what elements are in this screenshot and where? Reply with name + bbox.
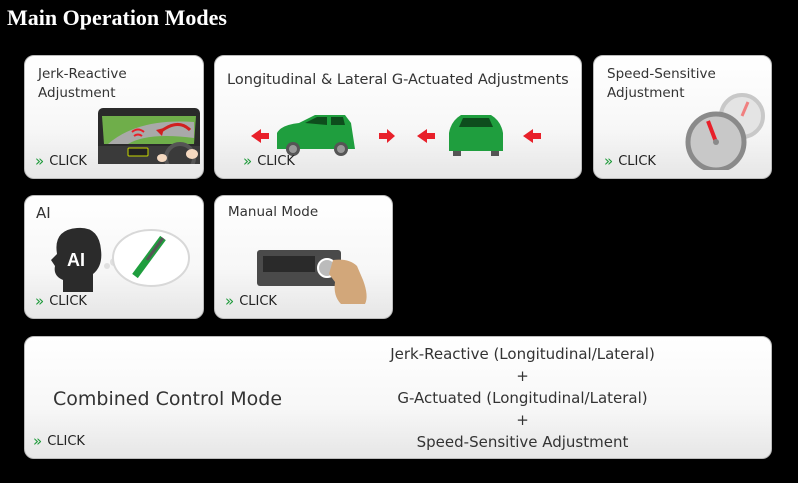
cars-g-force-illustration: [251, 115, 541, 156]
card-title: Jerk-Reactive Adjustment: [38, 65, 127, 103]
click-link[interactable]: » CLICK: [225, 292, 277, 310]
jerk-reactive-card[interactable]: Jerk-Reactive Adjustment » CLICK: [24, 55, 204, 179]
card-title-line2: Adjustment: [38, 85, 116, 101]
speedometer-illustration: [685, 93, 765, 170]
click-link[interactable]: » CLICK: [35, 152, 87, 170]
car-interior-illustration: [98, 108, 200, 164]
combined-control-card[interactable]: Combined Control Mode Jerk-Reactive (Lon…: [24, 336, 772, 459]
card-title: AI: [36, 204, 51, 222]
chevron-right-icon: »: [243, 152, 252, 170]
click-link[interactable]: » CLICK: [35, 292, 87, 310]
chevron-right-icon: »: [33, 432, 42, 450]
component-jerk: Jerk-Reactive (Longitudinal/Lateral): [390, 345, 655, 363]
card-title: Combined Control Mode: [53, 388, 283, 410]
click-link[interactable]: » CLICK: [243, 152, 295, 170]
card-title-line2: Adjustment: [607, 85, 685, 101]
click-label: CLICK: [49, 153, 87, 169]
card-title: Manual Mode: [228, 204, 319, 220]
component-g-actuated: G-Actuated (Longitudinal/Lateral): [397, 389, 648, 407]
click-label: CLICK: [257, 153, 295, 169]
page-title: Main Operation Modes: [7, 5, 227, 30]
ai-head-text: AI: [67, 250, 85, 270]
chevron-right-icon: »: [35, 152, 44, 170]
card-title-line1: Jerk-Reactive: [38, 66, 127, 82]
plus-icon: +: [516, 367, 529, 385]
component-speed: Speed-Sensitive Adjustment: [416, 433, 629, 451]
click-label: CLICK: [49, 293, 87, 309]
card-title: Speed-Sensitive Adjustment: [607, 65, 716, 103]
click-link[interactable]: » CLICK: [604, 152, 656, 170]
click-label: CLICK: [618, 153, 656, 169]
card-title-line1: Speed-Sensitive: [607, 66, 716, 82]
speed-sensitive-card[interactable]: Speed-Sensitive Adjustment » CLICK: [593, 55, 772, 179]
click-label: CLICK: [47, 433, 85, 449]
manual-mode-card[interactable]: Manual Mode » CLICK: [214, 195, 393, 319]
ai-head-shock-absorber-illustration: AI: [51, 227, 190, 292]
card-title: Longitudinal & Lateral G-Actuated Adjust…: [227, 72, 569, 88]
chevron-right-icon: »: [604, 152, 613, 170]
plus-icon: +: [516, 411, 529, 429]
chevron-right-icon: »: [35, 292, 44, 310]
combined-components: Jerk-Reactive (Longitudinal/Lateral) + G…: [315, 343, 730, 453]
click-label: CLICK: [239, 293, 277, 309]
chevron-right-icon: »: [225, 292, 234, 310]
g-actuated-card[interactable]: Longitudinal & Lateral G-Actuated Adjust…: [214, 55, 582, 179]
ai-card[interactable]: AI AI » CLICK: [24, 195, 204, 319]
click-link[interactable]: » CLICK: [33, 432, 85, 450]
controller-hand-illustration: [257, 250, 367, 304]
